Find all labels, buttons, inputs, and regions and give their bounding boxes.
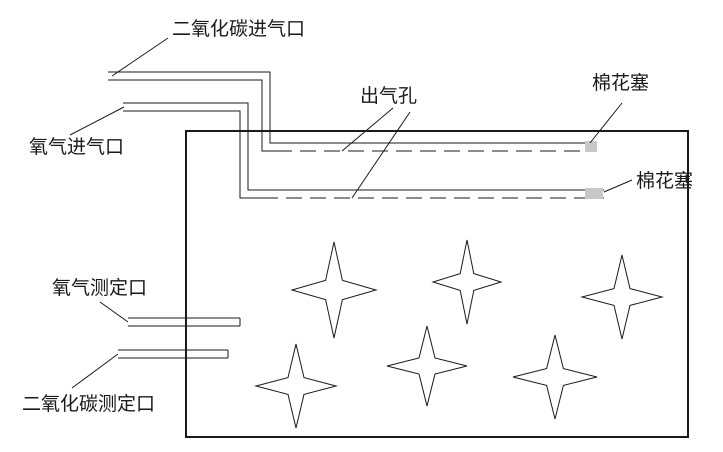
label-co2-inlet: 二氧化碳进气口 <box>172 18 306 40</box>
leader-vent-top <box>341 107 394 152</box>
star-shape <box>386 325 468 407</box>
leader-o2-inlet <box>69 106 125 136</box>
label-vent-holes: 出气孔 <box>360 85 418 107</box>
leader-co2-measure <box>71 353 119 389</box>
label-o2-measure: 氧气测定口 <box>52 277 148 299</box>
label-cotton-plug-top: 棉花塞 <box>592 72 650 94</box>
cotton-plug-bottom-mark <box>585 188 603 199</box>
leader-cotton-top <box>589 102 623 144</box>
container-box <box>185 130 689 438</box>
co2-measure-port <box>118 349 229 359</box>
leader-o2-measure <box>99 301 129 323</box>
cotton-plug-top-mark <box>585 141 597 152</box>
star-shape <box>254 343 338 429</box>
star-shape <box>512 334 598 420</box>
leader-cotton-bottom <box>603 179 633 193</box>
o2-inlet-pipe <box>123 102 604 199</box>
leader-co2-inlet <box>111 37 169 77</box>
label-cotton-plug-bottom: 棉花塞 <box>636 170 694 192</box>
star-shape <box>431 239 503 325</box>
label-o2-inlet: 氧气进气口 <box>29 136 125 158</box>
star-shape <box>290 241 378 339</box>
star-shape <box>580 254 664 340</box>
label-co2-measure: 二氧化碳测定口 <box>22 393 156 415</box>
o2-measure-port <box>128 317 241 327</box>
leader-vent-bottom <box>351 111 411 199</box>
star-group <box>254 239 664 429</box>
